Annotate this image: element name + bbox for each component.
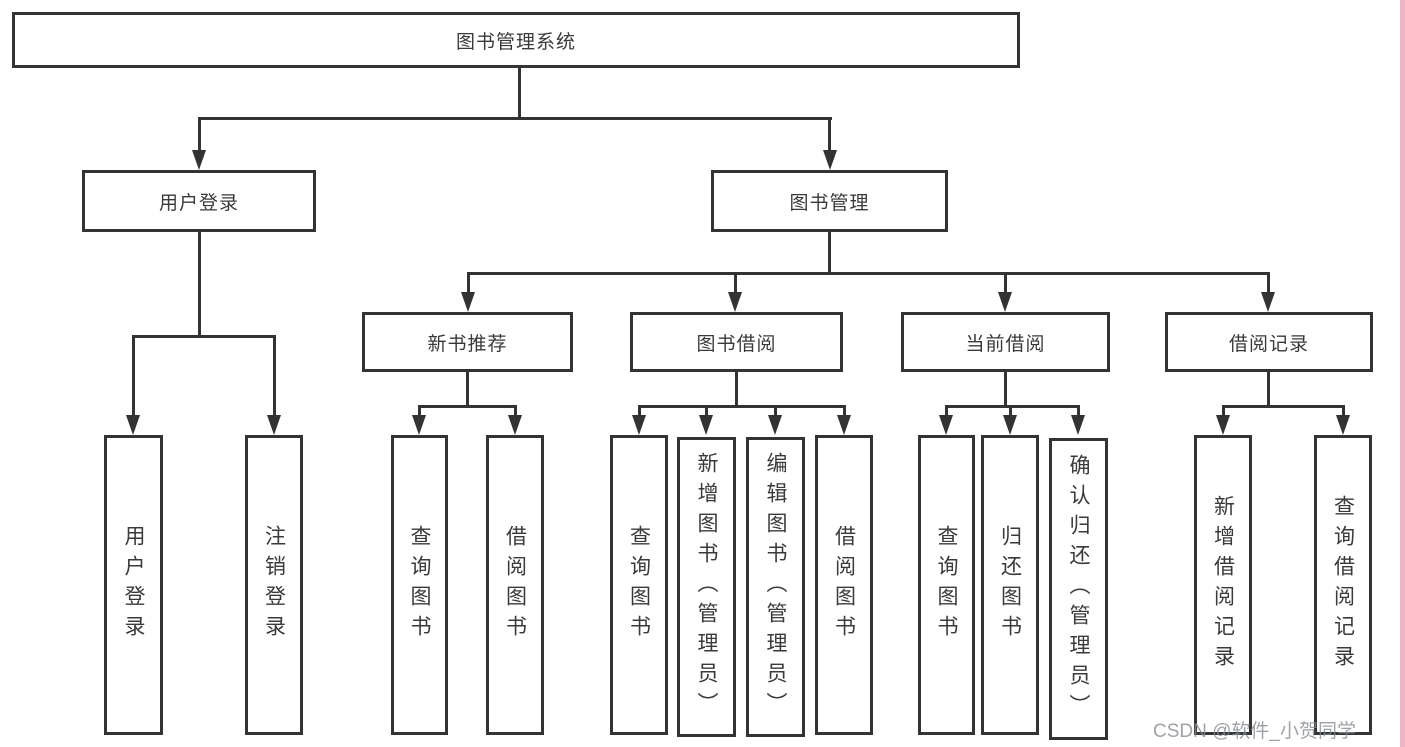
arrowhead (267, 415, 281, 435)
connector-stem (1004, 272, 1007, 297)
arrowhead (1336, 415, 1350, 435)
node-user-login: 用户登录 (82, 170, 316, 232)
connector-stem (735, 370, 738, 408)
connector-stem (828, 117, 831, 155)
connector-stem (843, 405, 846, 420)
arrowhead (699, 415, 713, 435)
arrowhead (461, 292, 475, 312)
node-label: 编辑图书（管理员） (764, 452, 787, 722)
arrowhead (1216, 415, 1230, 435)
node-label: 确认归还（管理员） (1067, 454, 1090, 724)
connector-root-hline (198, 117, 832, 120)
arrowhead (768, 415, 782, 435)
connector-stem (1267, 370, 1270, 408)
connector-stem (467, 272, 470, 297)
arrowhead (728, 292, 742, 312)
connector-stem (734, 272, 737, 297)
node-label: 新书推荐 (427, 333, 508, 355)
leaf-confirm-return-admin: 确认归还（管理员） (1049, 438, 1108, 740)
node-label: 注销登录 (262, 525, 286, 645)
node-label: 新增图书（管理员） (695, 452, 718, 722)
node-label: 借阅图书 (832, 525, 856, 645)
connector-stem (1004, 370, 1007, 408)
connector-stem (466, 370, 469, 408)
connector-hline (638, 405, 846, 408)
arrowhead (1261, 292, 1275, 312)
connector-hline (945, 405, 1080, 408)
arrowhead (412, 415, 426, 435)
arrowhead (998, 292, 1012, 312)
leaf-borrow-books-recommend: 借阅图书 (486, 435, 544, 735)
connector-stem (198, 117, 201, 155)
connector-root-stem (518, 66, 521, 119)
connector-stem (1342, 405, 1345, 420)
node-label: 借阅记录 (1228, 333, 1309, 355)
node-book-borrowing: 图书借阅 (630, 312, 843, 372)
connector-stem (418, 405, 421, 420)
leaf-borrow-books: 借阅图书 (815, 435, 873, 735)
leaf-add-borrow-record: 新增借阅记录 (1194, 435, 1252, 735)
leaf-logout: 注销登录 (245, 435, 303, 735)
node-label: 图书管理 (789, 192, 870, 214)
node-book-management: 图书管理 (711, 170, 948, 232)
node-label: 用户登录 (158, 192, 239, 214)
node-label: 借阅图书 (503, 525, 527, 645)
connector-hline (132, 335, 276, 338)
leaf-return-books: 归还图书 (981, 435, 1039, 735)
arrowhead (632, 415, 646, 435)
right-edge-strip (1400, 0, 1405, 747)
connector-stem (828, 231, 831, 275)
csdn-watermark: CSDN @软件_小贺同学 (1153, 721, 1356, 742)
node-label: 查询图书 (935, 525, 958, 645)
connector-stem (638, 405, 641, 420)
node-current-borrowing: 当前借阅 (901, 312, 1110, 372)
connector-stem (198, 230, 201, 338)
arrowhead (1003, 415, 1017, 435)
node-label: 新增借阅记录 (1211, 495, 1235, 675)
leaf-query-books-borrowing: 查询图书 (610, 435, 668, 735)
leaf-query-books-recommend: 查询图书 (391, 435, 448, 735)
arrowhead (126, 415, 140, 435)
leaf-query-books-current: 查询图书 (918, 435, 975, 735)
leaf-user-login: 用户登录 (104, 435, 163, 735)
connector-stem (1077, 405, 1080, 420)
arrowhead (1071, 415, 1085, 435)
node-label: 查询图书 (627, 525, 651, 645)
node-label: 图书借阅 (696, 333, 777, 355)
node-label: 查询图书 (408, 525, 431, 645)
connector-stem (132, 335, 135, 420)
connector-hline (467, 272, 1270, 275)
leaf-edit-books-admin: 编辑图书（管理员） (746, 437, 805, 737)
connector-stem (1222, 405, 1225, 420)
connector-stem (514, 405, 517, 420)
node-label: 用户登录 (122, 525, 145, 645)
node-label: 图书管理系统 (455, 31, 576, 53)
arrowhead (508, 415, 522, 435)
node-new-book-recommend: 新书推荐 (362, 312, 573, 372)
arrowhead (939, 415, 953, 435)
arrowhead (837, 415, 851, 435)
leaf-add-books-admin: 新增图书（管理员） (677, 437, 736, 737)
connector-stem (273, 335, 276, 420)
node-label: 查询借阅记录 (1331, 495, 1355, 675)
connector-hline (1222, 405, 1345, 408)
connector-stem (705, 405, 708, 420)
leaf-query-borrow-record: 查询借阅记录 (1314, 435, 1372, 735)
connector-stem (1267, 272, 1270, 297)
node-label: 归还图书 (998, 525, 1022, 645)
node-borrowing-records: 借阅记录 (1165, 312, 1373, 372)
node-root-system: 图书管理系统 (12, 12, 1020, 68)
connector-hline (418, 405, 517, 408)
arrowhead (192, 150, 206, 170)
connector-stem (1009, 405, 1012, 420)
connector-stem (945, 405, 948, 420)
connector-stem (774, 405, 777, 420)
node-label: 当前借阅 (965, 333, 1046, 355)
arrowhead (823, 150, 837, 170)
